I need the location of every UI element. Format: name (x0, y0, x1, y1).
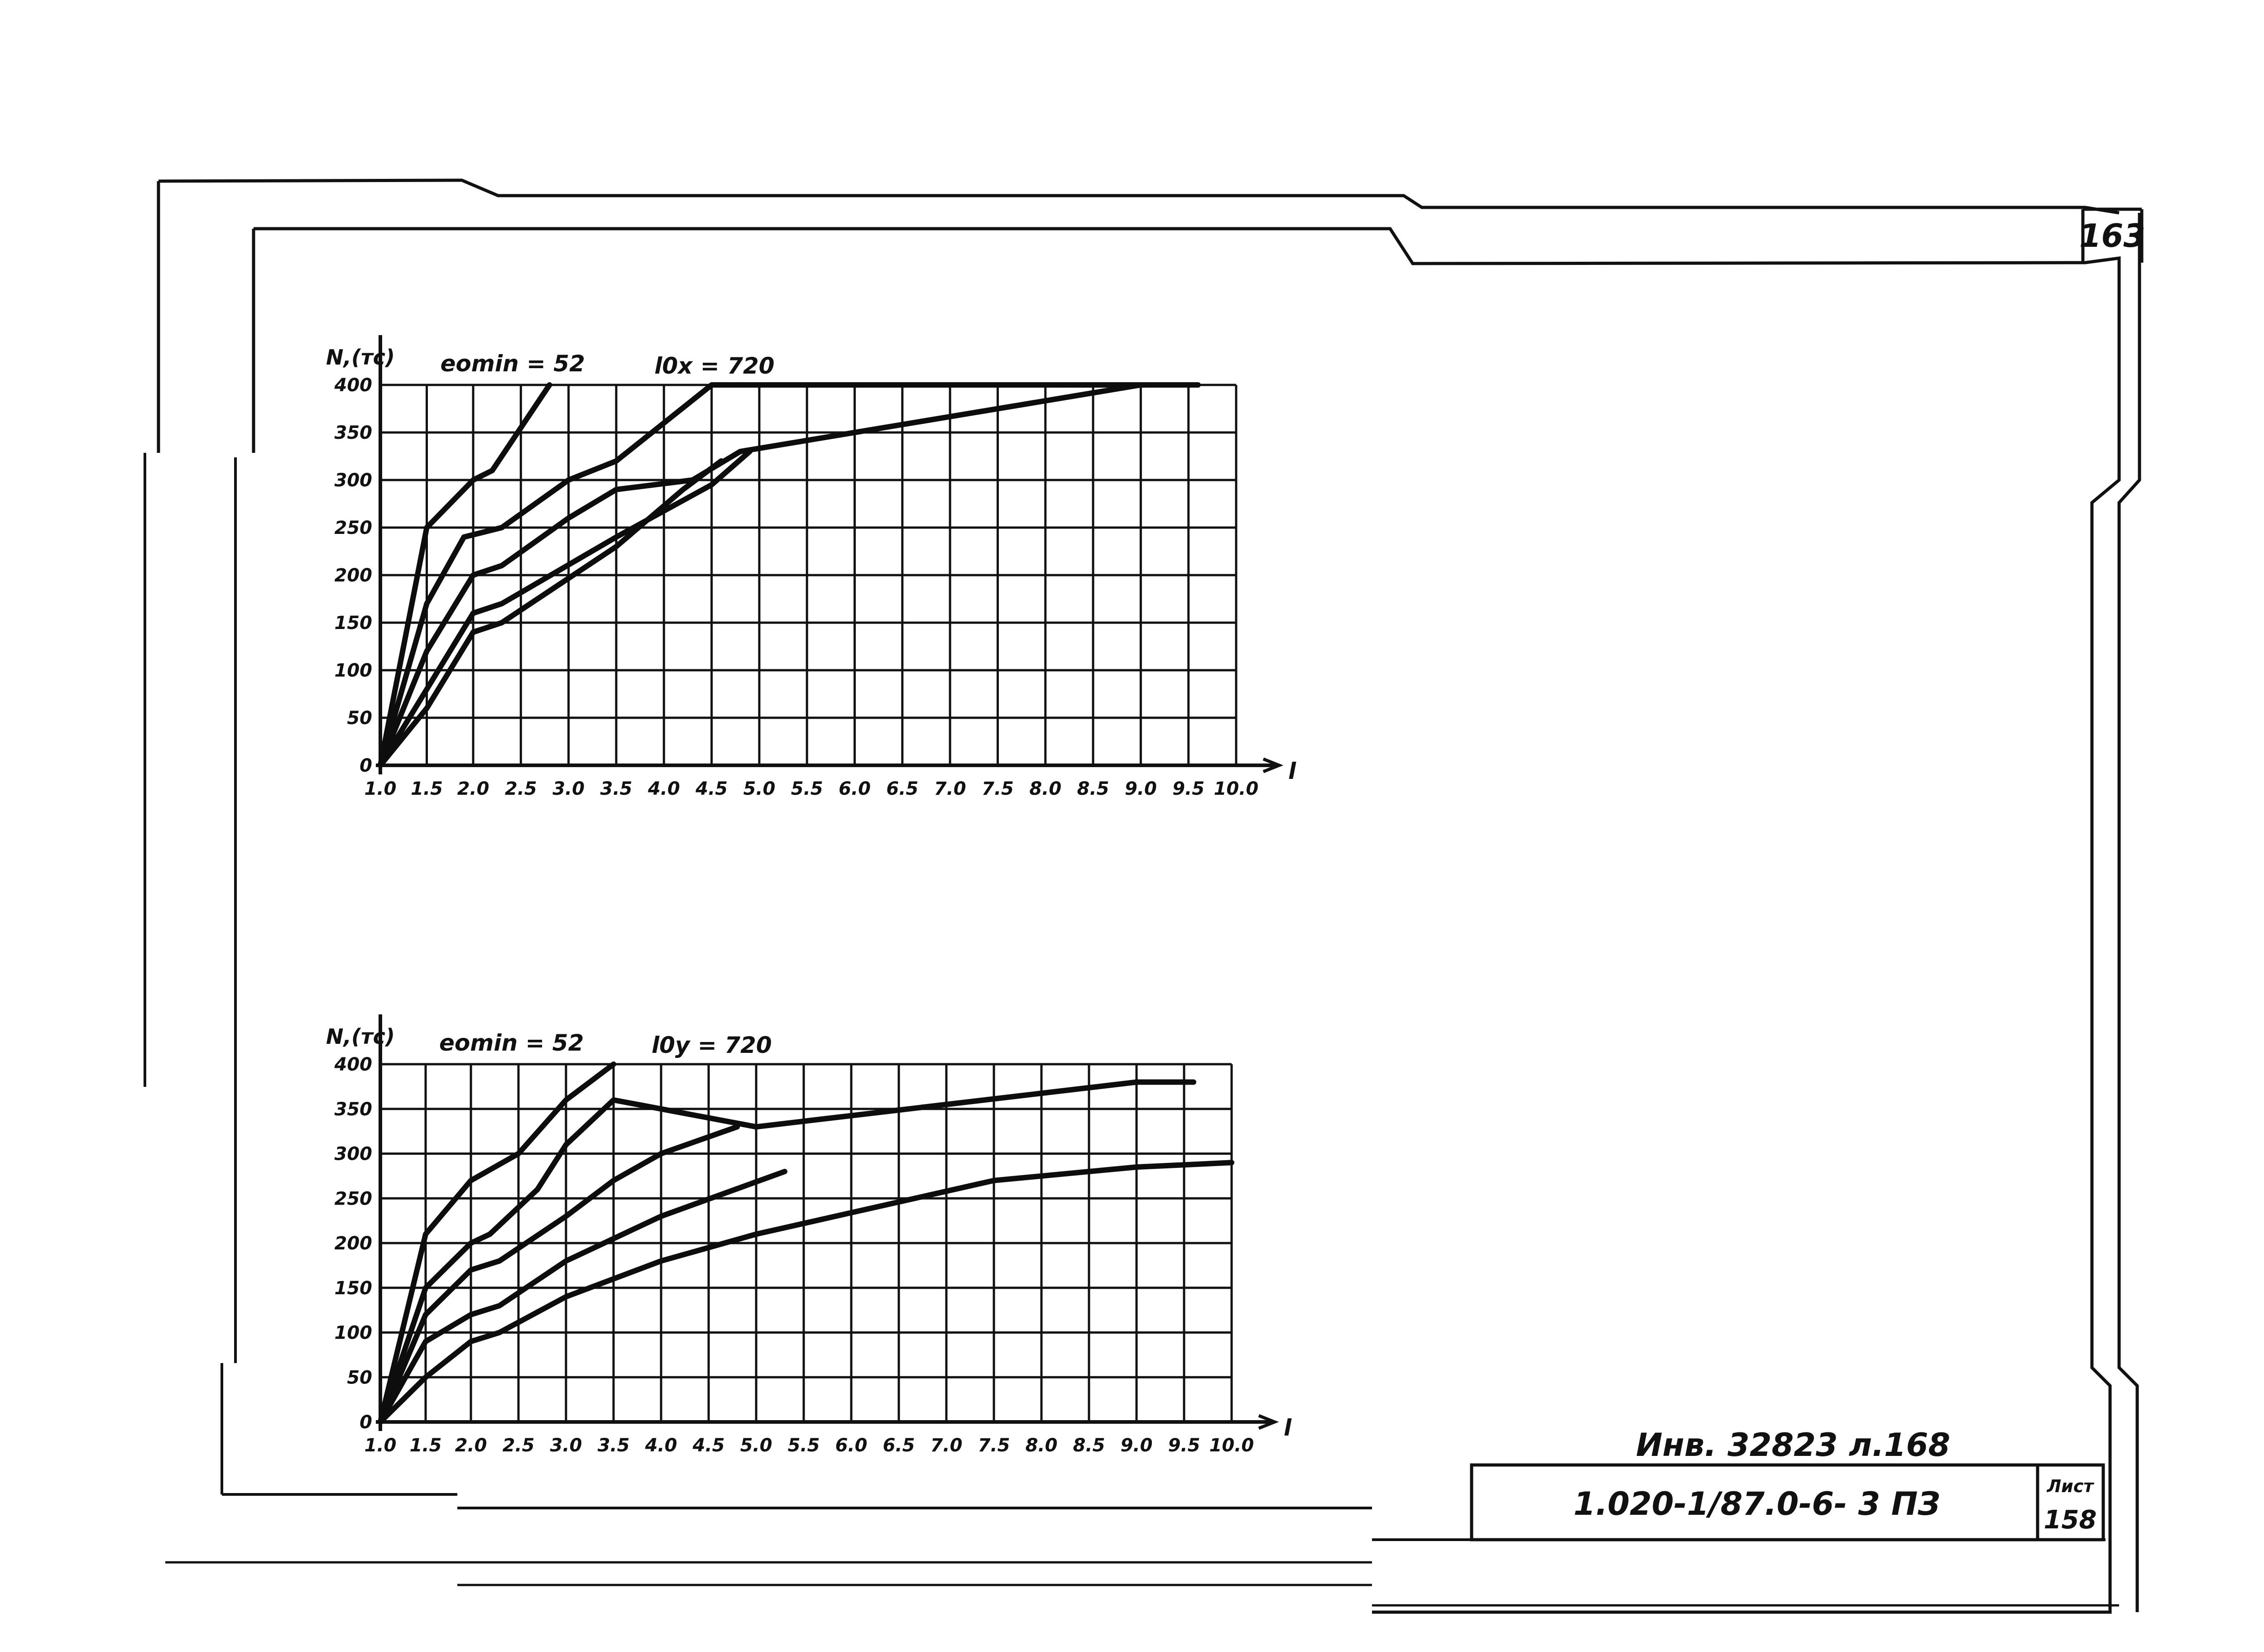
series-line (378, 1169, 787, 1425)
y-tick-label: 350 (335, 1099, 373, 1120)
grid (379, 384, 1238, 767)
annotation-l0: l0x = 720 (654, 353, 774, 379)
y-tick-label: 200 (335, 1233, 373, 1254)
y-tick-label: 0 (360, 1412, 372, 1433)
series-line (378, 1061, 616, 1425)
y-tick-label: 400 (334, 375, 373, 396)
x-tick-label: 5.0 (743, 778, 775, 799)
x-tick-label: 7.5 (982, 778, 1014, 799)
x-tick-label: 1.0 (365, 778, 397, 799)
x-tick-label: 3.0 (552, 778, 585, 799)
inventory-stamp: Инв. 32823 л.168 (1636, 1426, 1950, 1464)
grid (379, 1063, 1233, 1423)
x-axis-arrow (1262, 757, 1284, 773)
x-tick-label: 10.0 (1214, 778, 1259, 799)
y-tick-label: 100 (335, 1323, 373, 1344)
y-tick-label: 300 (335, 470, 373, 491)
sheet-number: 158 (2044, 1505, 2097, 1535)
x-tick-label: 5.5 (791, 778, 823, 799)
series-line (378, 382, 1144, 768)
y-tick-label: 400 (334, 1054, 373, 1075)
x-tick-label: 6.5 (886, 778, 918, 799)
x-tick-label: 4.0 (648, 778, 680, 799)
y-tick-label: 100 (335, 660, 373, 681)
series-line (378, 1079, 1196, 1425)
y-tick-label: 150 (335, 1278, 373, 1299)
x-tick-label: 1.0 (365, 1435, 397, 1456)
series-line (378, 1160, 1234, 1425)
x-tick-label: 9.5 (1168, 1435, 1200, 1456)
series-line (378, 458, 724, 768)
y-tick-label: 300 (335, 1144, 373, 1165)
title-block: Инв. 32823 л.168 1.020-1/87.0-6- 3 ПЗ Ли… (1470, 1426, 2105, 1542)
x-tick-label: 3.5 (600, 778, 633, 799)
chart-bottom: 1.0 1.5 2.0 2.5 3.0 3.5 4.0 4.5 5.0 5.5 6.0 6.5 7.0 7… (326, 1014, 1292, 1456)
sheet-number-top: 163 (2079, 217, 2145, 255)
annotation-l0: l0y = 720 (652, 1032, 772, 1058)
annotation-emin: eomin = 52 (441, 351, 585, 377)
x-tick-label: 2.0 (457, 778, 489, 799)
x-tick-label: 7.0 (934, 778, 966, 799)
series-line (378, 1124, 740, 1425)
document-code: 1.020-1/87.0-6- 3 ПЗ (1573, 1485, 1940, 1522)
x-tick-label: 5.0 (740, 1435, 772, 1456)
x-tick-label: 9.0 (1121, 1435, 1153, 1456)
x-tick-label: 1.5 (410, 1435, 442, 1456)
y-tick-label: 200 (335, 565, 373, 586)
x-tick-label: 8.5 (1077, 778, 1109, 799)
x-tick-label: 4.5 (695, 778, 728, 799)
y-tick-label: 350 (335, 423, 373, 443)
y-tick-label: 50 (347, 1367, 372, 1388)
x-tick-label: 8.0 (1026, 1435, 1058, 1456)
x-tick-label: 6.0 (839, 778, 871, 799)
series-line (378, 382, 552, 768)
x-tick-label: 3.5 (598, 1435, 630, 1456)
annotation-emin: eomin = 52 (439, 1030, 584, 1056)
x-tick-label: 2.0 (455, 1435, 487, 1456)
x-tick-label: 4.5 (692, 1435, 725, 1456)
chart-top: 1.0 1.5 2.0 2.5 3.0 3.5 4.0 4.5 5.0 5.5 6.0 6.5 7.0 7… (326, 335, 1296, 799)
x-tick-label: 7.0 (931, 1435, 963, 1456)
x-tick-label: 8.0 (1029, 778, 1061, 799)
x-tick-label: 4.0 (645, 1435, 677, 1456)
x-axis-label: l (1284, 1415, 1292, 1441)
y-tick-label: 250 (335, 1188, 373, 1209)
x-tick-label: 2.5 (505, 778, 537, 799)
x-tick-label: 9.5 (1172, 778, 1204, 799)
x-axis-label: l (1288, 758, 1296, 784)
x-tick-label: 7.5 (978, 1435, 1010, 1456)
sheet-label: Лист (2047, 1476, 2095, 1496)
x-tick-label: 8.5 (1073, 1435, 1105, 1456)
y-tick-label: 250 (335, 518, 373, 538)
sheet-frame (144, 178, 2144, 1614)
x-tick-label: 10.0 (1209, 1435, 1254, 1456)
y-axis-label: N,(тс) (326, 345, 395, 370)
x-tick-label: 6.0 (835, 1435, 868, 1456)
y-tick-label: 150 (335, 613, 373, 634)
x-tick-label: 9.0 (1125, 778, 1157, 799)
series-line (378, 449, 753, 768)
x-tick-label: 2.5 (503, 1435, 535, 1456)
series-line (378, 382, 1201, 768)
x-tick-label: 5.5 (788, 1435, 820, 1456)
y-tick-label: 0 (360, 755, 372, 776)
y-axis-label: N,(тс) (326, 1024, 395, 1049)
x-axis-arrow (1258, 1414, 1279, 1430)
y-tick-label: 50 (347, 708, 372, 729)
x-tick-label: 3.0 (550, 1435, 582, 1456)
x-tick-label: 1.5 (411, 778, 443, 799)
x-tick-label: 6.5 (883, 1435, 915, 1456)
